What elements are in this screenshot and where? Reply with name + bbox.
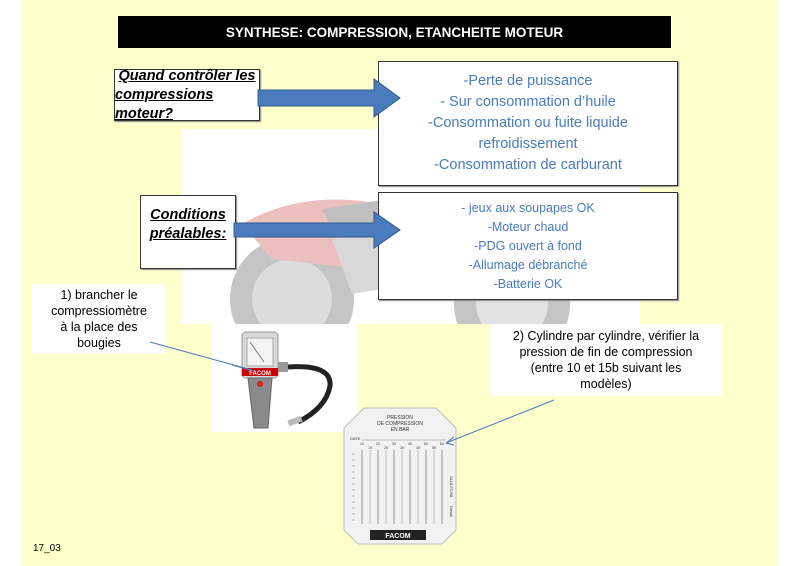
when-answers-box: -Perte de puissance - Sur consommation d… [378,61,678,186]
conditions-answer-item: -PDG ouvert à fond [474,238,582,253]
step1-line: bougies [77,336,121,350]
when-question-line: Quand contrôler les [118,67,256,84]
when-question-box: Quand contrôler les compressions moteur? [114,67,260,122]
when-question-line: compressions moteur? [115,86,214,122]
card-scale-label: 30 [392,442,396,446]
card-grid: 10 15 20 25 30 35 40 45 50 55 60 [352,442,444,524]
card-scale-label: 10 [360,442,364,446]
arrow-conditions-icon [233,211,401,249]
step2-line: (entre 10 et 15b suivant les [530,361,682,375]
when-answer-item: refroidissement [478,136,578,152]
step1-line: compressiomètre [51,304,147,318]
card-brand-logo: FACOM [385,533,410,540]
when-answer-item: -Consommation de carburant [434,157,622,173]
step1-leader-arrowhead [231,364,255,372]
compressor-image: FACOM [212,324,358,432]
slide-footer-code: 17_03 [33,543,61,554]
step2-line: modèles) [580,377,632,391]
card-scale-label: 60 [440,442,444,446]
conditions-question-line: Conditions [150,207,226,223]
conditions-answer-item: -Batterie OK [493,276,563,291]
card-scale-label: 55 [432,446,436,450]
card-scale-label: 45 [416,446,420,450]
compression-tester-illustration: FACOM [241,331,333,429]
card-scale-label: 35 [400,446,404,450]
card-side-code: S118-FC/98 [449,476,454,498]
when-answer-item: - Sur consommation d’huile [440,94,616,110]
conditions-answer-item: -Moteur chaud [487,219,569,234]
card-scale-label: 25 [384,446,388,450]
conditions-answer-item: - jeux aux soupapes OK [461,200,595,215]
compression-card-illustration: PRESSION DE COMPRESSION EN BAR DATE 10 15… [343,407,457,545]
step2-leader-arrowhead [445,436,455,446]
conditions-question-box: Conditions préalables: [140,195,236,269]
card-title-line: EN BAR [391,427,410,433]
conditions-answers-box: - jeux aux soupapes OK -Moteur chaud -PD… [378,192,678,300]
card-title-line: PRESSION [387,415,413,421]
step1-line: à la place des [60,320,138,334]
card-scale-label: 15 [368,446,372,450]
card-scale-label: 20 [376,442,380,446]
conditions-answer-item: -Allumage débranché [468,257,588,272]
step2-line: 2) Cylindre par cylindre, vérifier la [512,329,700,343]
card-scale-label: 50 [424,442,428,446]
card-scale-label: 40 [408,442,412,446]
slide-title: SYNTHESE: COMPRESSION, ETANCHEITE MOTEUR [118,16,671,48]
slide: SYNTHESE: COMPRESSION, ETANCHEITE MOTEUR… [22,0,778,566]
arrow-when-icon [257,78,401,118]
step1-line: 1) brancher le [60,288,138,302]
card-title-line: DE COMPRESSION [377,421,423,427]
step2-line: pression de fin de compression [519,345,693,359]
card-date-label: DATE [350,436,361,441]
when-answer-item: -Perte de puissance [463,73,593,89]
step1-note: 1) brancher le compressiomètre à la plac… [32,284,166,354]
step2-note: 2) Cylindre par cylindre, vérifier la pr… [490,324,722,396]
connector-overlay [149,78,555,446]
when-answer-item: -Consommation ou fuite liquide [428,115,628,131]
compressor-brand-label: FACOM [249,371,271,377]
compression-chart-card: PRESSION DE COMPRESSION EN BAR DATE 10 15… [342,406,458,546]
step2-leader-line [445,399,555,444]
conditions-question-line: préalables: [149,226,227,242]
card-side-label: Diesel [449,506,454,517]
